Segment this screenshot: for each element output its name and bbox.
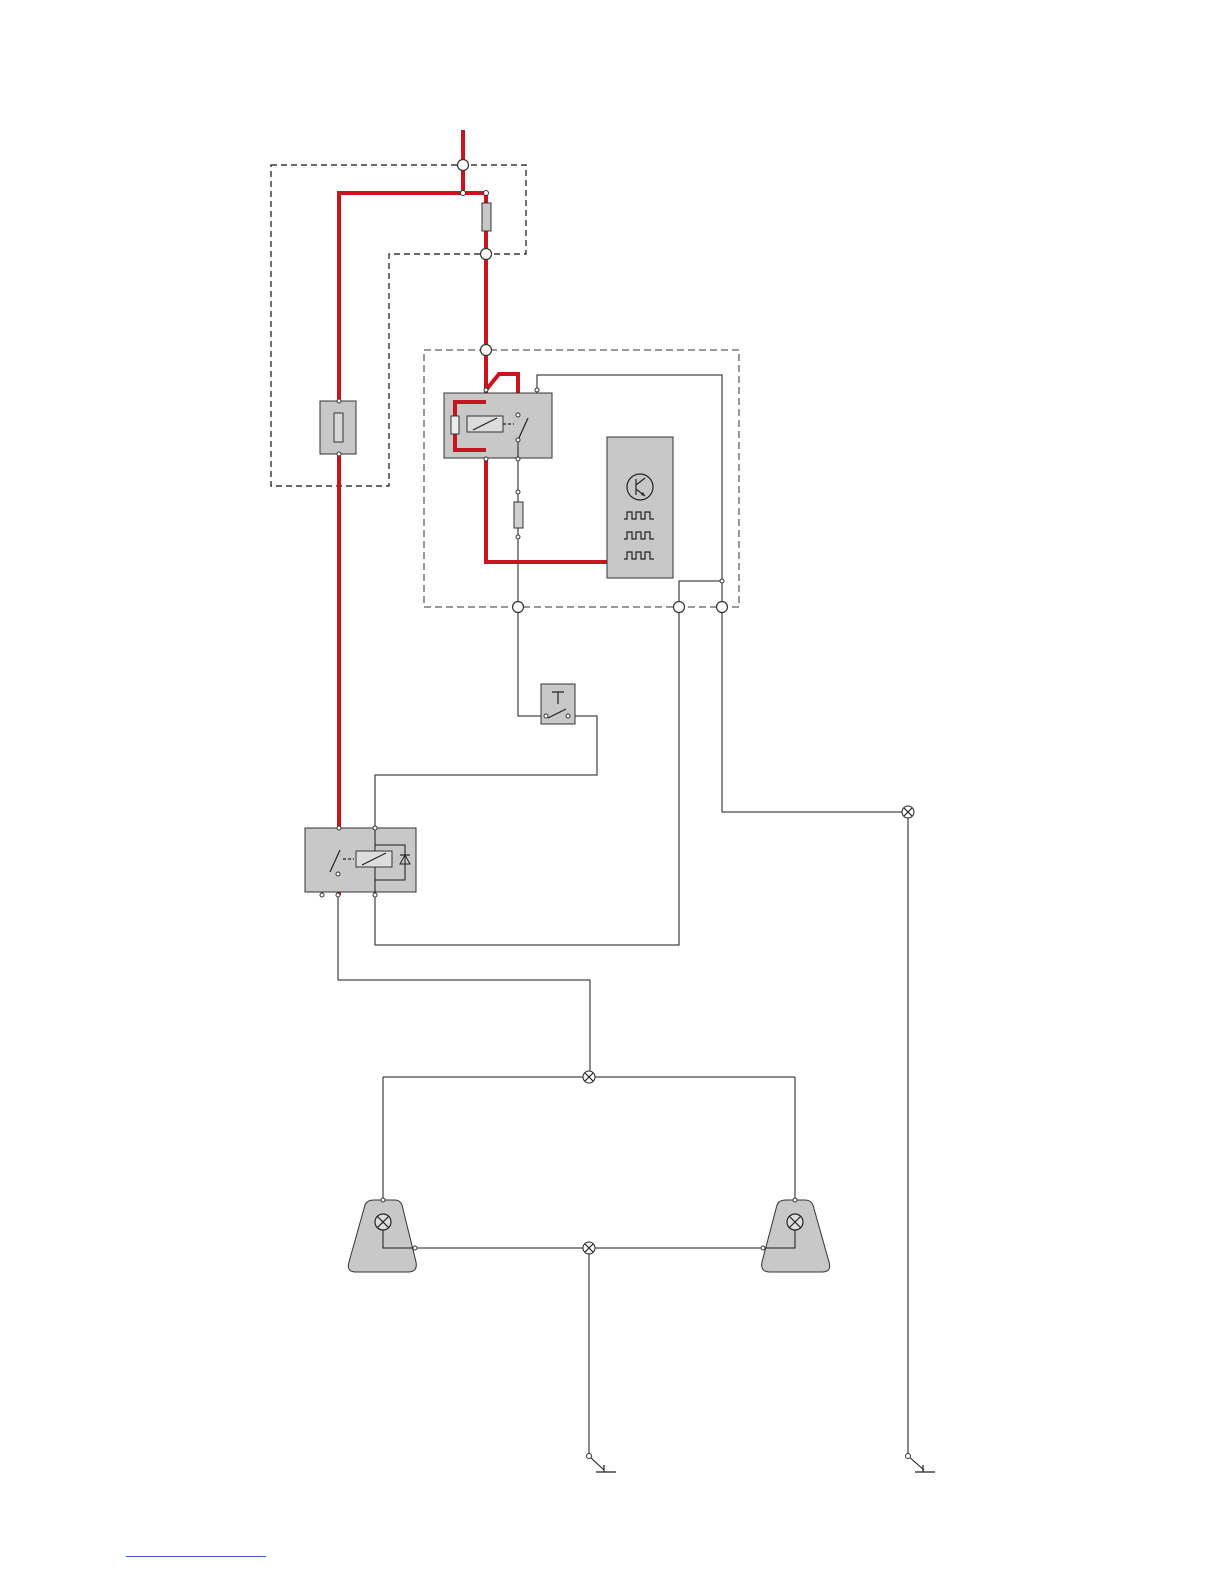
connector-module-out-1 xyxy=(513,602,524,613)
connector-fusebox-out xyxy=(481,249,492,260)
live-wires xyxy=(339,130,607,895)
connector-module-in xyxy=(481,345,492,356)
module-relay xyxy=(444,388,552,461)
connector-top xyxy=(458,160,469,171)
footer-link-underline xyxy=(126,1556,266,1557)
lamp-icon xyxy=(787,1214,803,1230)
push-switch xyxy=(541,684,575,724)
connector-module-out-3 xyxy=(717,602,728,613)
ground-right xyxy=(906,1454,936,1473)
connector-module-out-2 xyxy=(674,602,685,613)
lamp-icon xyxy=(375,1214,391,1230)
lamp-left xyxy=(348,1198,417,1272)
fuse-holder-left xyxy=(320,399,356,456)
electronic-unit xyxy=(607,437,673,578)
relay-with-diode xyxy=(305,826,416,897)
ground-left xyxy=(587,1454,617,1473)
splice-lower xyxy=(583,1242,595,1254)
lamp-right xyxy=(761,1198,830,1272)
splice-right xyxy=(902,806,914,818)
splice-upper xyxy=(583,1071,595,1083)
control-module-outline xyxy=(424,350,739,607)
